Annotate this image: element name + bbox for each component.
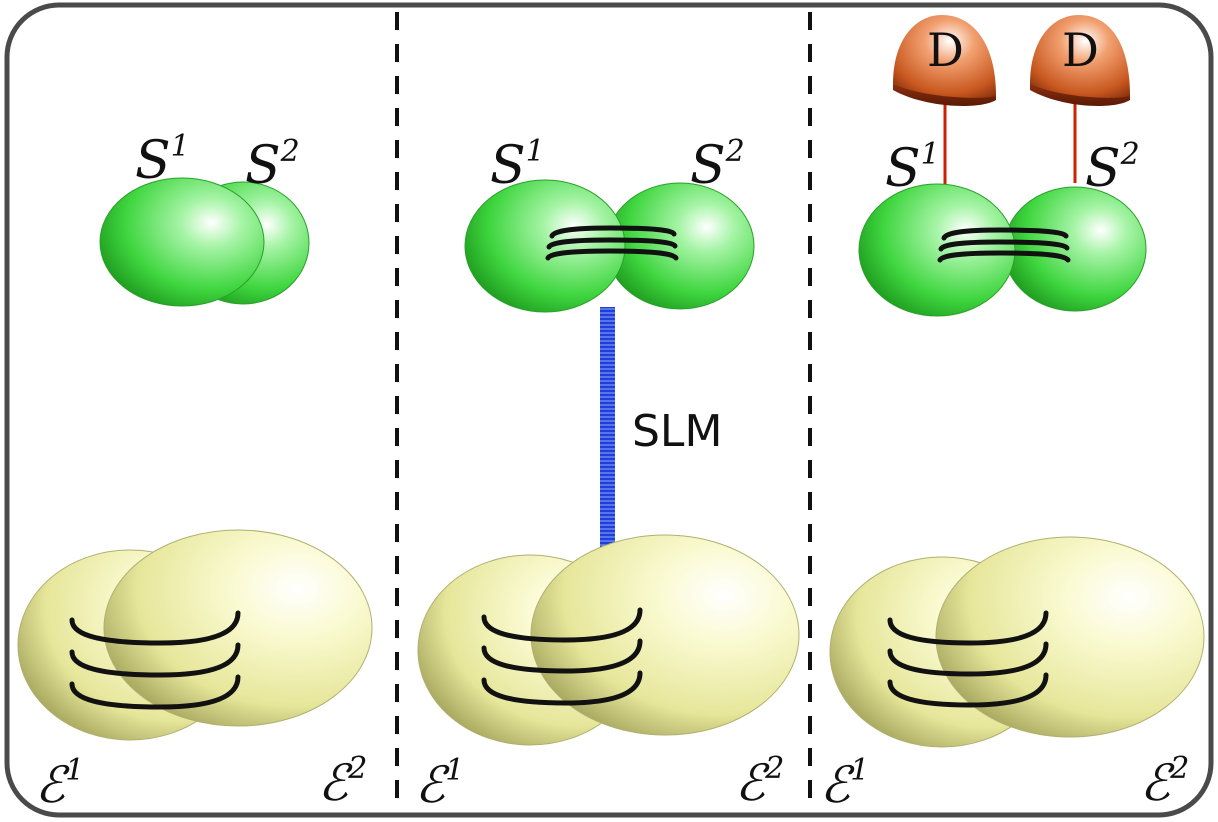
label-e1: ℰ1 <box>35 753 84 814</box>
label-s2: S2 <box>245 134 300 196</box>
label-s1: S1 <box>490 134 545 196</box>
panel-3: D D S1 S2 ℰ1 ℰ2 <box>820 15 1205 814</box>
label-e2: ℰ2 <box>318 751 367 812</box>
slm-bar <box>600 307 615 547</box>
detector-2: D <box>1030 15 1130 106</box>
system-coupling <box>937 227 1071 263</box>
environment-spheres <box>829 536 1205 748</box>
system-spheres <box>99 177 310 307</box>
detector-1: D <box>893 15 996 106</box>
label-e2: ℰ2 <box>1140 751 1189 812</box>
label-s2: S2 <box>1085 137 1140 199</box>
system-coupling <box>545 225 679 261</box>
environment-coupling <box>887 610 1049 708</box>
slm-bar-stripes <box>600 308 615 546</box>
environment-coupling <box>481 607 643 706</box>
environment-spheres <box>417 534 800 746</box>
panel-1: S1 S2 ℰ1 ℰ2 <box>17 129 373 814</box>
label-s2: S2 <box>690 134 745 196</box>
environment-coupling <box>69 610 241 710</box>
panel-2: S1 S2 SLM ℰ1 ℰ2 <box>415 134 800 814</box>
detector-1-label: D <box>927 23 964 77</box>
label-e1: ℰ1 <box>415 753 464 814</box>
system-spheres <box>464 179 755 313</box>
label-s1: S1 <box>885 137 940 199</box>
slm-label: SLM <box>632 406 722 457</box>
label-e1: ℰ1 <box>820 753 869 814</box>
system-spheres <box>858 183 1147 317</box>
label-e2: ℰ2 <box>735 751 784 812</box>
label-s1: S1 <box>135 129 190 191</box>
detector-2-label: D <box>1062 23 1099 77</box>
